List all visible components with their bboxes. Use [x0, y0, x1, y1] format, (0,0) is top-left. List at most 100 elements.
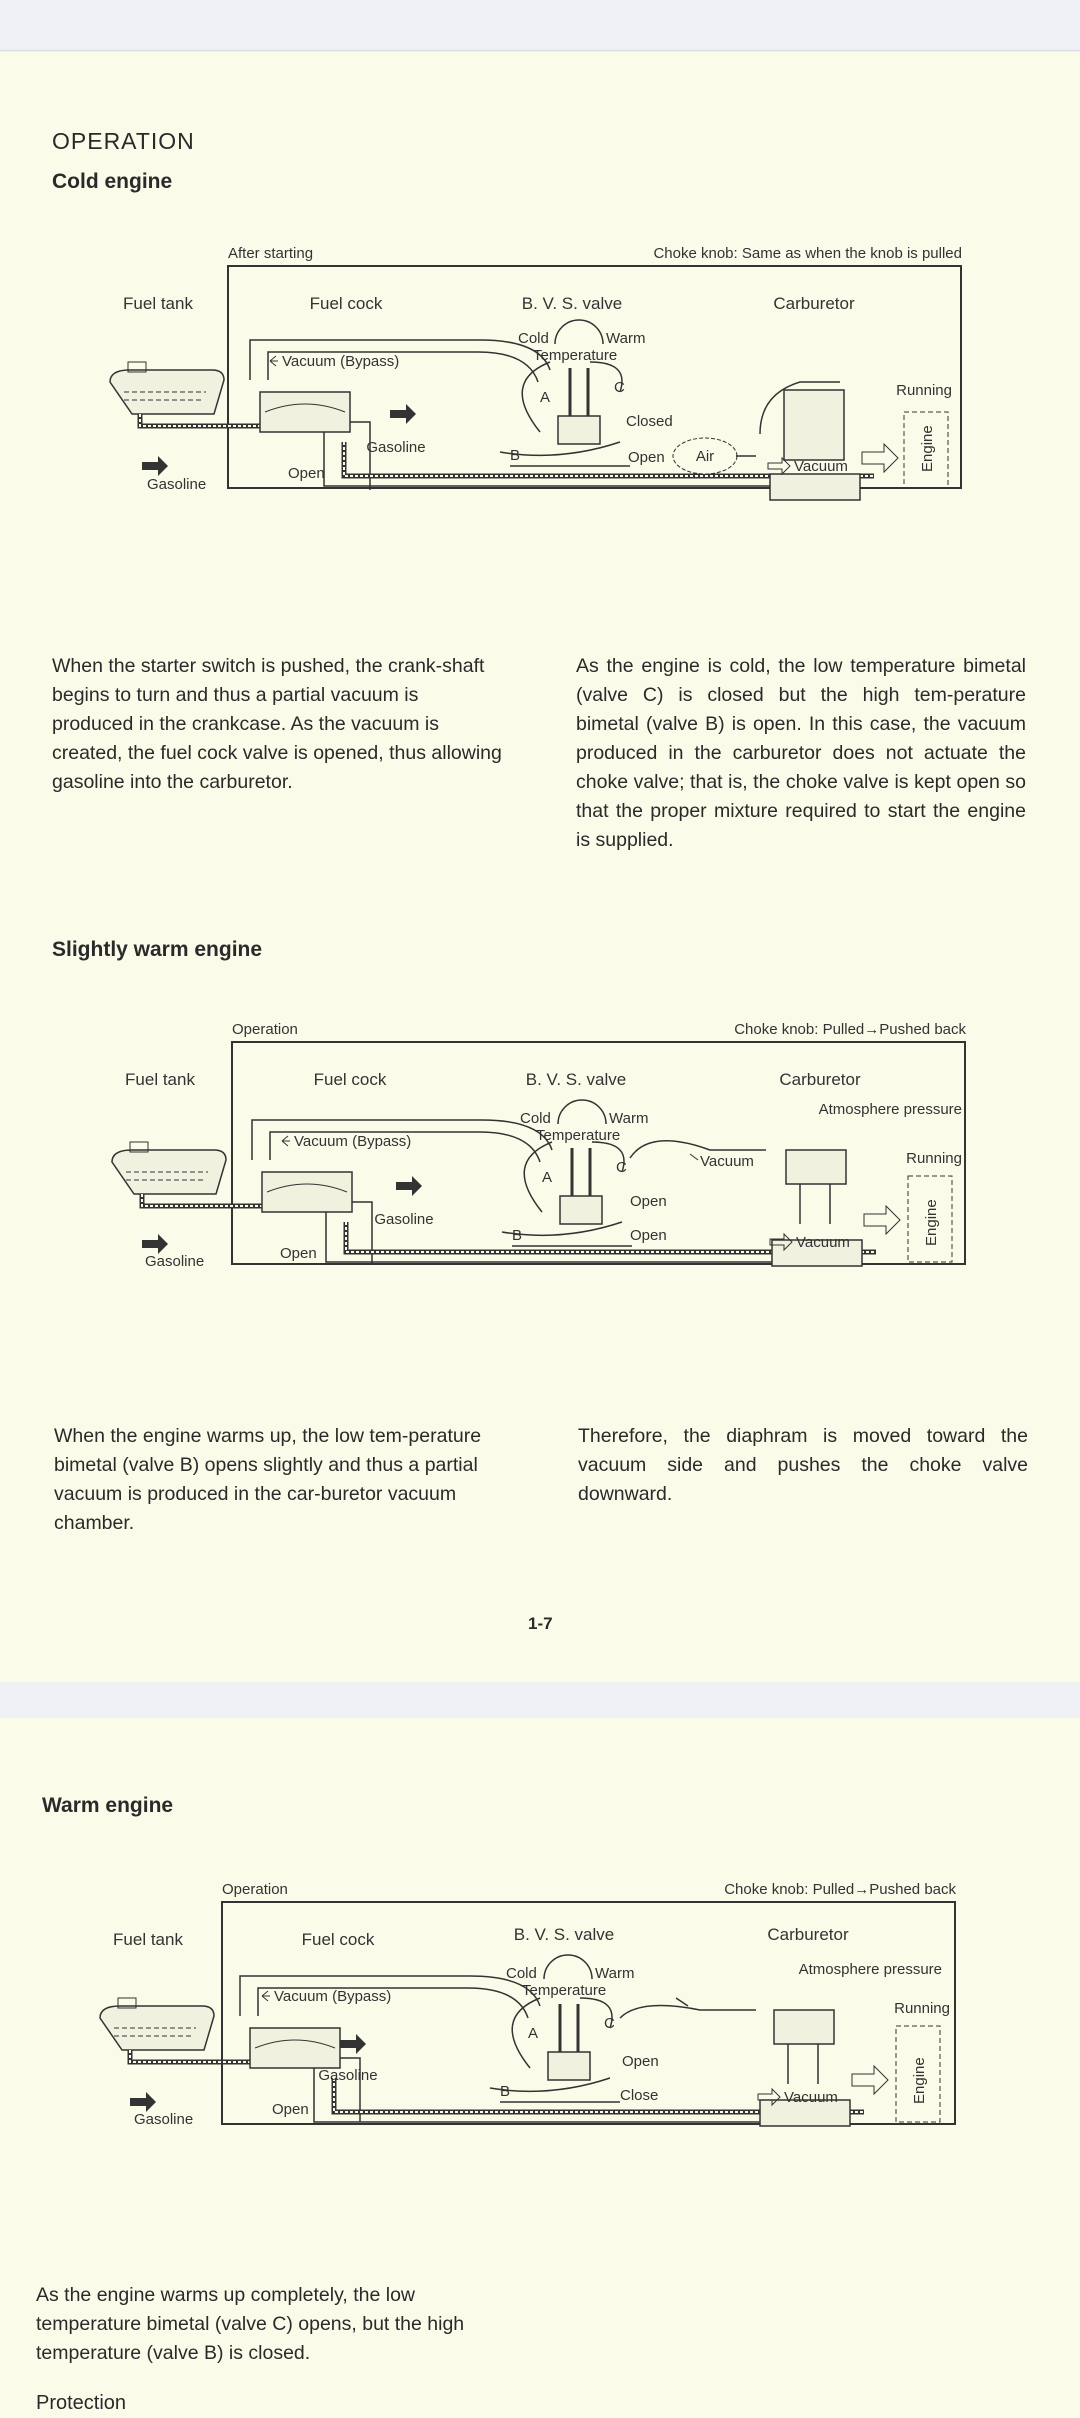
valve-c-label: C [604, 2015, 615, 2032]
bvs-valve-label: B. V. S. valve [526, 1070, 626, 1089]
vacuum-bypass-label: Vacuum (Bypass) [282, 353, 399, 370]
diagram-header-right: Choke knob: Pulled→Pushed back [734, 1021, 966, 1038]
bvs-valve-label: B. V. S. valve [522, 294, 622, 313]
vacuum-bypass-label: Vacuum (Bypass) [294, 1133, 411, 1150]
valve-a-label: A [528, 2025, 538, 2042]
bypass-arrow-icon [269, 355, 278, 367]
document-page-1: OPERATION Cold engine After starting Cho… [0, 52, 1080, 1682]
gasoline-left-label: Gasoline [147, 476, 206, 493]
valve-c-label: C [614, 379, 625, 396]
bvs-valve-label: B. V. S. valve [514, 1925, 614, 1944]
diagram-header-right: Choke knob: Same as when the knob is pul… [653, 245, 962, 262]
engine-label: Engine [923, 1199, 940, 1246]
engine-box [895, 2025, 941, 2123]
vacuum-bypass-label: Vacuum (Bypass) [274, 1988, 391, 2005]
cold-text-left: When the starter switch is pushed, the c… [52, 655, 502, 793]
cold-label: Cold [518, 330, 549, 347]
warm-text: As the engine warms up completely, the l… [36, 2284, 465, 2364]
diagram-header-left: After starting [228, 245, 313, 262]
bvs-valve-icon [559, 1195, 603, 1225]
gasoline-left-label: Gasoline [145, 1253, 204, 1270]
temperature-gauge-icon [543, 1954, 593, 1980]
engine-box [907, 1175, 953, 1263]
bypass-arrow-icon [281, 1135, 290, 1147]
warm-label: Warm [595, 1965, 634, 1982]
atmosphere-label: Atmosphere pressure [799, 1961, 942, 1978]
close-label: Close [620, 2087, 658, 2104]
cold-engine-heading: Cold engine [52, 170, 173, 193]
carburetor-icon [783, 389, 845, 461]
carburetor-icon [785, 1149, 847, 1185]
cold-text-right: As the engine is cold, the low temperatu… [576, 655, 1026, 851]
temperature-gauge-icon [554, 319, 604, 345]
valve-a-label: A [542, 1169, 552, 1186]
cold-label: Cold [520, 1110, 551, 1127]
slightly-warm-heading: Slightly warm engine [52, 938, 263, 961]
diagram-header-left: Operation [232, 1021, 298, 1038]
closed-label: Closed [626, 413, 673, 430]
open-top-label: Open [630, 1193, 667, 1210]
warm-engine-diagram: Operation Choke knob: Pulled→Pushed back… [99, 1881, 956, 2128]
slightly-warm-text-right: Therefore, the diaphram is moved toward … [578, 1425, 1028, 1505]
engine-label: Engine [919, 425, 936, 472]
fuel-cock-icon [249, 2027, 341, 2069]
document-page-2: Warm engine Operation Choke knob: Pulled… [0, 1718, 1080, 2418]
warm-label: Warm [606, 330, 645, 347]
bvs-valve-icon [547, 2051, 591, 2081]
gasoline-left-label: Gasoline [134, 2111, 193, 2128]
air-label: Air [696, 448, 714, 465]
gasoline-arrow-icon [142, 456, 168, 476]
diagram-header-right: Choke knob: Pulled→Pushed back [724, 1881, 956, 1898]
slightly-warm-engine-diagram: Operation Choke knob: Pulled→Pushed back… [111, 1021, 966, 1270]
engine-label: Engine [911, 2057, 928, 2104]
open-top-label: Open [622, 2053, 659, 2070]
engine-box [903, 411, 949, 489]
carburetor-label: Carburetor [767, 1925, 849, 1944]
gasoline-arrow-icon [130, 2092, 156, 2112]
open-cock-label: Open [280, 1245, 317, 1262]
flow-arrow-icon [861, 442, 899, 474]
fuel-cock-label: Fuel cock [314, 1070, 387, 1089]
next-section-heading-partial: Protection [36, 2392, 127, 2414]
viewer-top-bar [0, 0, 1080, 51]
cold-label: Cold [506, 1965, 537, 1982]
page-number: 1-7 [528, 1614, 553, 1633]
open-bottom-label: Open [630, 1227, 667, 1244]
section-title: OPERATION [52, 128, 195, 154]
carburetor-label: Carburetor [773, 294, 855, 313]
valve-b-label: B [510, 447, 520, 464]
open-cock-label: Open [288, 465, 325, 482]
valve-a-label: A [540, 389, 550, 406]
open-label: Open [628, 449, 665, 466]
open-cock-label: Open [272, 2101, 309, 2118]
temperature-label: Temperature [522, 1982, 606, 1999]
vacuum-mid-label: Vacuum [700, 1153, 754, 1170]
valve-b-label: B [500, 2083, 510, 2100]
fuel-cock-icon [259, 391, 351, 433]
temperature-gauge-icon [557, 1099, 607, 1125]
running-label: Running [894, 2000, 950, 2017]
vacuum-direction-arrow-icon [675, 1997, 689, 2007]
flow-arrow-icon [863, 1204, 901, 1236]
fuel-tank-label: Fuel tank [125, 1070, 195, 1089]
bypass-arrow-icon [261, 1990, 270, 2002]
slightly-warm-text-left: When the engine warms up, the low tem-pe… [54, 1425, 482, 1534]
valve-c-label: C [616, 1159, 627, 1176]
diagram-header-left: Operation [222, 1881, 288, 1898]
bvs-valve-icon [557, 415, 601, 445]
temperature-label: Temperature [533, 347, 617, 364]
fuel-cock-label: Fuel cock [310, 294, 383, 313]
fuel-cock-label: Fuel cock [302, 1930, 375, 1949]
atmosphere-label: Atmosphere pressure [819, 1101, 962, 1118]
fuel-tank-label: Fuel tank [123, 294, 193, 313]
running-label: Running [896, 382, 952, 399]
warm-label: Warm [609, 1110, 648, 1127]
cold-engine-diagram: After starting Choke knob: Same as when … [109, 245, 962, 501]
running-label: Running [906, 1150, 962, 1167]
flow-arrow-icon [851, 2064, 889, 2096]
gasoline-arrow-icon [142, 1234, 168, 1254]
valve-b-label: B [512, 1227, 522, 1244]
vacuum-arrow-icon [689, 1153, 699, 1161]
carburetor-label: Carburetor [779, 1070, 861, 1089]
warm-engine-heading: Warm engine [42, 1794, 174, 1817]
